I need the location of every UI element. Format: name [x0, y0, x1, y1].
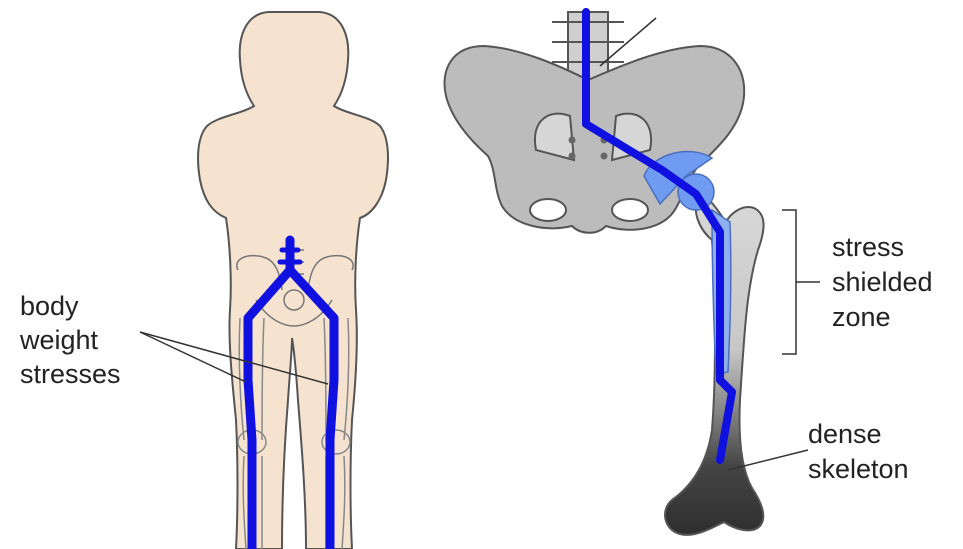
- label-stress-shielded-line3: zone: [832, 300, 891, 334]
- label-dense-skeleton-line2: skeleton: [808, 452, 909, 486]
- body-silhouette: [198, 12, 388, 549]
- body-figure: [198, 12, 388, 549]
- label-stress-shielded-line2: shielded: [832, 265, 933, 299]
- label-body-weight-line2: weight: [20, 323, 98, 357]
- pelvis-femur-figure: [445, 12, 764, 535]
- label-body-weight-line1: body: [20, 289, 79, 323]
- label-dense-skeleton-line1: dense: [808, 417, 882, 451]
- label-body-weight-line3: stresses: [20, 357, 121, 391]
- label-stress-shielded-line1: stress: [832, 230, 904, 264]
- stress-zone-bracket: [782, 210, 796, 354]
